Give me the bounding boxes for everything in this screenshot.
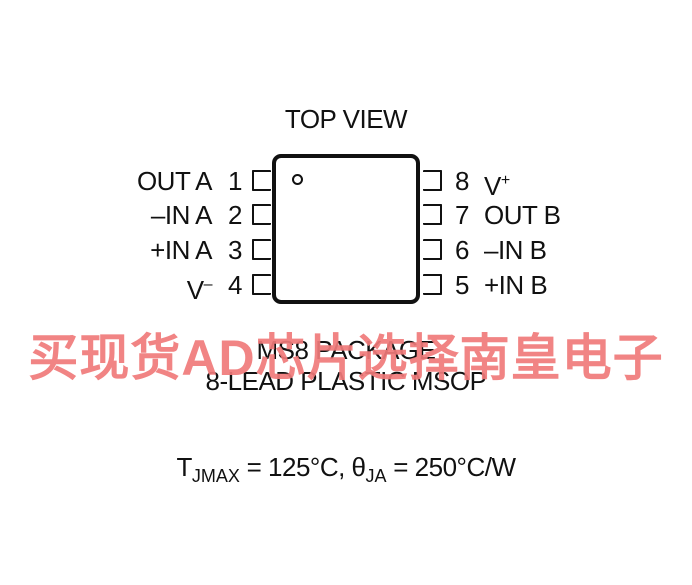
pin-5-name: +IN B [484, 270, 548, 300]
pin-3-name: +IN A [150, 235, 212, 265]
pin-4-lead [252, 274, 271, 295]
pin-3-lead [252, 239, 271, 260]
tjmax-subscript: JMAX [191, 466, 240, 486]
tjmax-symbol: T [176, 452, 193, 482]
theta-subscript: JA [365, 466, 387, 486]
pin-1-number: 1 [228, 166, 242, 196]
watermark-text: 买现货AD芯片选择南皇电子 [28, 330, 664, 386]
package-name: MS8 PACKAGE [256, 335, 436, 365]
pin-2-name: –IN A [150, 200, 213, 230]
theta-value: = 250°C/W [386, 452, 516, 482]
tjmax-value: = 125°C, [239, 452, 352, 482]
pin1-marker-dot [292, 174, 303, 185]
pin-8-number: 8 [455, 166, 469, 196]
pin-1-name: OUT A [136, 166, 213, 196]
pin-5-number: 5 [455, 270, 469, 300]
view-title: TOP VIEW [284, 104, 408, 134]
theta-symbol: θ [351, 452, 366, 482]
pin-5-lead [423, 274, 442, 295]
pin-8-lead [423, 170, 442, 191]
pin-4-number: 4 [228, 270, 242, 300]
pin-4-superscript: – [203, 276, 213, 293]
ic-package-body [272, 154, 420, 304]
pin-7-number: 7 [455, 200, 469, 230]
package-description: 8-LEAD PLASTIC MSOP [205, 366, 487, 396]
pin-6-name: –IN B [484, 235, 547, 265]
pin-7-lead [423, 204, 442, 225]
pin-2-lead [252, 204, 271, 225]
pin-6-lead [423, 239, 442, 260]
thermal-spec: TJMAX = 125°C, θJA = 250°C/W [0, 452, 692, 491]
pin-1-lead [252, 170, 271, 191]
pin-8-superscript: + [500, 172, 510, 189]
pin-7-name: OUT B [484, 200, 561, 230]
pin-8-name: V+ [484, 166, 510, 201]
pin-3-number: 3 [228, 235, 242, 265]
pin-4-name: V– [186, 270, 213, 305]
pin-6-number: 6 [455, 235, 469, 265]
pin-4-name-text: V [186, 275, 204, 305]
pin-2-number: 2 [228, 200, 242, 230]
pin-8-name-text: V [484, 171, 501, 201]
